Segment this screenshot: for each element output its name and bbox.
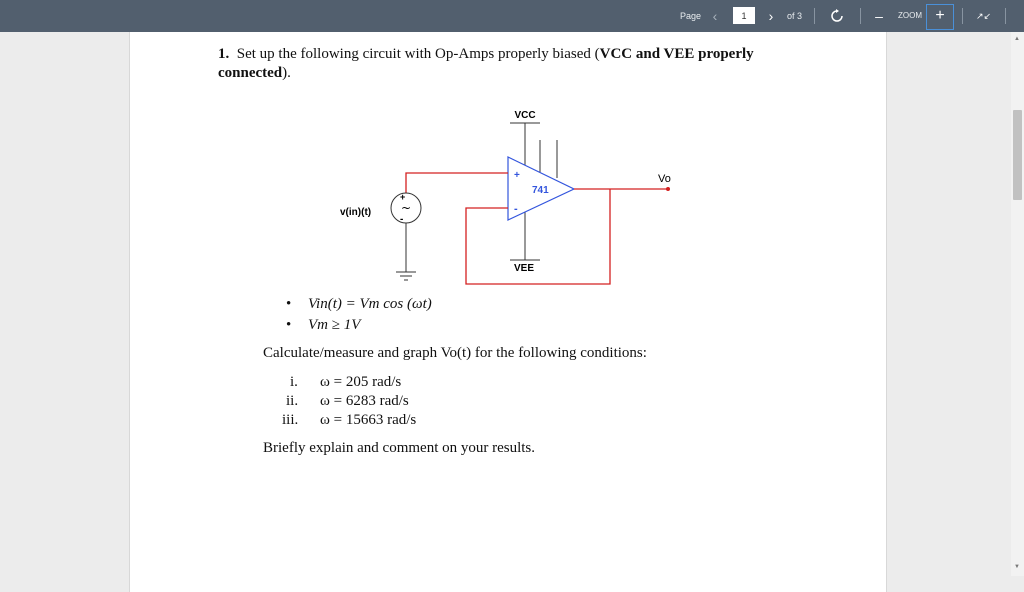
item-text: ω = 6283 rad/s bbox=[320, 393, 409, 409]
item-number: iii. bbox=[282, 412, 299, 428]
output-node bbox=[666, 187, 670, 191]
question-heading: 1. Set up the following circuit with Op-… bbox=[218, 45, 778, 83]
calc-instruction: Calculate/measure and graph Vo(t) for th… bbox=[263, 345, 647, 361]
item-text: ω = 205 rad/s bbox=[320, 374, 402, 390]
closing-instruction: Briefly explain and comment on your resu… bbox=[263, 440, 536, 456]
vertical-scrollbar[interactable]: ▲ ▼ bbox=[1011, 32, 1024, 576]
opamp-label: 741 bbox=[532, 185, 549, 196]
collapse-icon[interactable]: ↗↙ bbox=[976, 11, 992, 21]
toolbar-divider bbox=[962, 8, 963, 24]
item-text: ω = 15663 rad/s bbox=[320, 412, 417, 428]
page-count: of 3 bbox=[787, 11, 803, 21]
page-label: Page bbox=[680, 11, 702, 21]
item-number: ii. bbox=[286, 393, 299, 409]
source-minus: - bbox=[400, 214, 403, 225]
opamp-triangle bbox=[507, 156, 576, 221]
vcc-label: VCC bbox=[514, 110, 535, 121]
rotate-icon[interactable] bbox=[828, 6, 846, 26]
bullet-text: Vm ≥ 1V bbox=[308, 317, 361, 333]
page-number-input[interactable] bbox=[733, 7, 755, 24]
opamp-plus: + bbox=[514, 170, 520, 181]
minus-icon[interactable]: – bbox=[875, 8, 883, 24]
scroll-thumb[interactable] bbox=[1013, 110, 1022, 200]
chevron-left-icon[interactable]: ‹ bbox=[712, 8, 718, 24]
opamp-minus: - bbox=[514, 203, 518, 215]
question-bold-text: VCC and VEE properly connected bbox=[218, 46, 754, 81]
zoom-in-highlight bbox=[926, 4, 954, 30]
feedback-wire bbox=[465, 189, 611, 285]
scroll-down-icon[interactable]: ▼ bbox=[1014, 564, 1020, 570]
document-page: 1. Set up the following circuit with Op-… bbox=[129, 32, 887, 592]
toolbar-divider bbox=[860, 8, 861, 24]
pdf-toolbar: Page ‹ › of 3 – ZOOM + ↗↙ bbox=[0, 0, 1024, 32]
bullet-dot: • bbox=[286, 296, 292, 312]
plus-icon[interactable]: + bbox=[935, 7, 945, 24]
toolbar-divider bbox=[1005, 8, 1006, 24]
question-end: ). bbox=[282, 65, 291, 81]
source-symbol: ~ bbox=[401, 201, 411, 215]
toolbar-divider bbox=[814, 8, 815, 24]
input-wire bbox=[405, 172, 508, 205]
question-number: 1. bbox=[218, 46, 230, 62]
scroll-up-icon[interactable]: ▲ bbox=[1014, 36, 1020, 42]
source-plus: + bbox=[400, 192, 405, 202]
bullet-text: Vin(t) = Vm cos (ωt) bbox=[308, 296, 432, 312]
vo-label: Vo bbox=[658, 173, 671, 185]
vin-label: v(in)(t) bbox=[340, 207, 371, 218]
item-number: i. bbox=[290, 374, 298, 390]
bullet-dot: • bbox=[286, 317, 292, 333]
chevron-right-icon[interactable]: › bbox=[768, 8, 774, 24]
circuit-diagram: VCC VEE + - 741 Vo + - ~ v(in)(t) bbox=[340, 110, 671, 285]
question-text: Set up the following circuit with Op-Amp… bbox=[236, 46, 600, 62]
vee-label: VEE bbox=[514, 263, 534, 274]
zoom-label: ZOOM bbox=[898, 11, 922, 20]
